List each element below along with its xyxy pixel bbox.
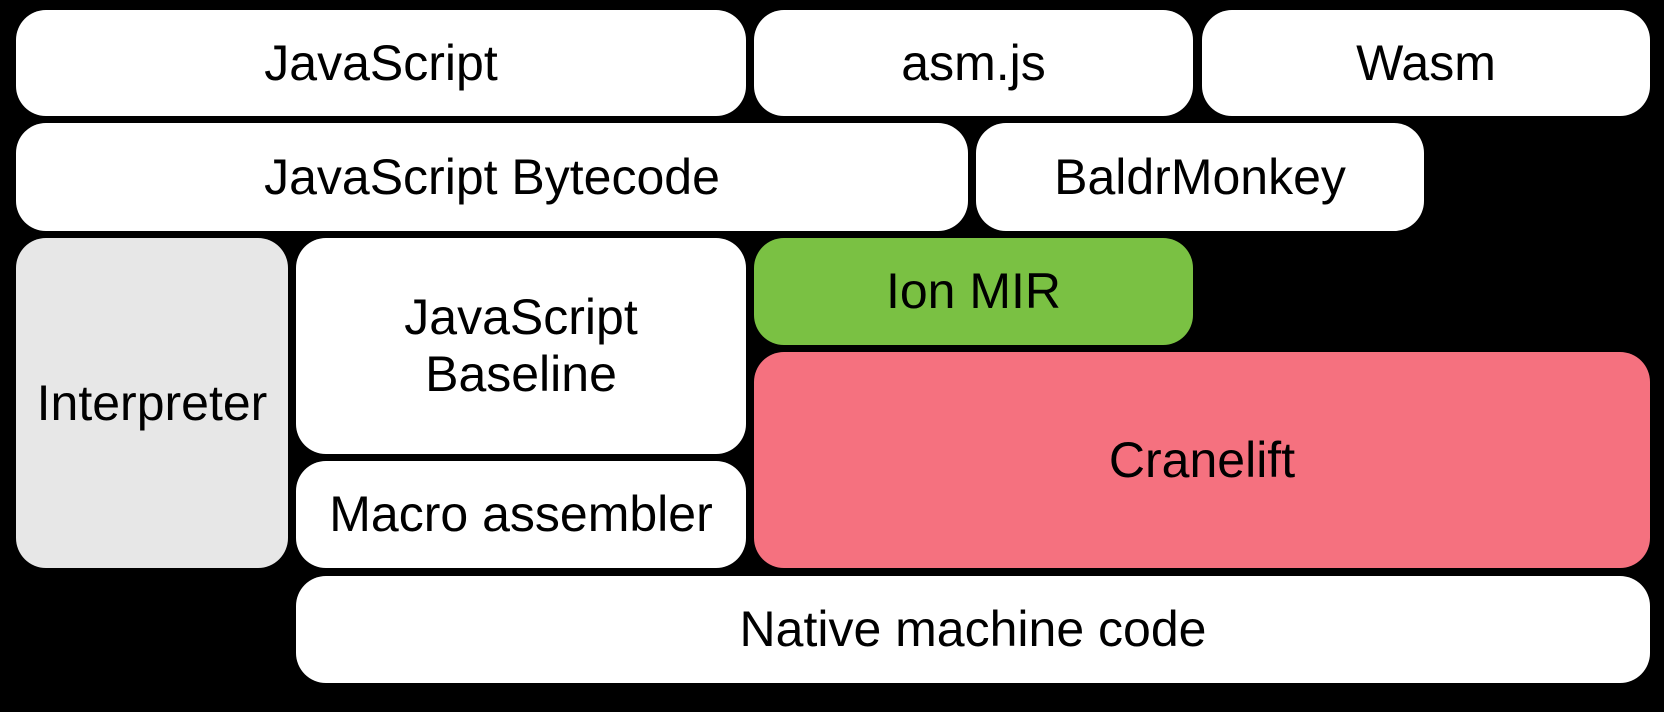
node-javascript-label: JavaScript — [264, 34, 498, 91]
node-asmjs-label: asm.js — [901, 34, 1046, 91]
node-wasm: Wasm — [1202, 10, 1650, 116]
node-baldrmonkey-label: BaldrMonkey — [1054, 148, 1346, 205]
node-javascript-baseline: JavaScript Baseline — [296, 238, 746, 454]
node-interpreter: Interpreter — [16, 238, 288, 568]
node-javascript-bytecode: JavaScript Bytecode — [16, 123, 968, 231]
node-interpreter-label: Interpreter — [36, 374, 268, 431]
node-ion-mir-label: Ion MIR — [885, 263, 1062, 319]
node-asmjs: asm.js — [754, 10, 1193, 116]
node-cranelift-label: Cranelift — [1108, 431, 1296, 488]
node-baldrmonkey: BaldrMonkey — [976, 123, 1424, 231]
node-ion-mir: Ion MIR — [754, 238, 1193, 345]
node-javascript-baseline-label: JavaScript Baseline — [404, 289, 638, 402]
node-cranelift: Cranelift — [754, 352, 1650, 568]
node-javascript-bytecode-label: JavaScript Bytecode — [264, 148, 720, 205]
node-wasm-label: Wasm — [1356, 34, 1496, 91]
node-macro-assembler: Macro assembler — [296, 461, 746, 568]
node-macro-assembler-label: Macro assembler — [329, 486, 713, 542]
node-native-machine-code: Native machine code — [296, 576, 1650, 683]
node-javascript: JavaScript — [16, 10, 746, 116]
node-native-machine-code-label: Native machine code — [739, 601, 1207, 657]
